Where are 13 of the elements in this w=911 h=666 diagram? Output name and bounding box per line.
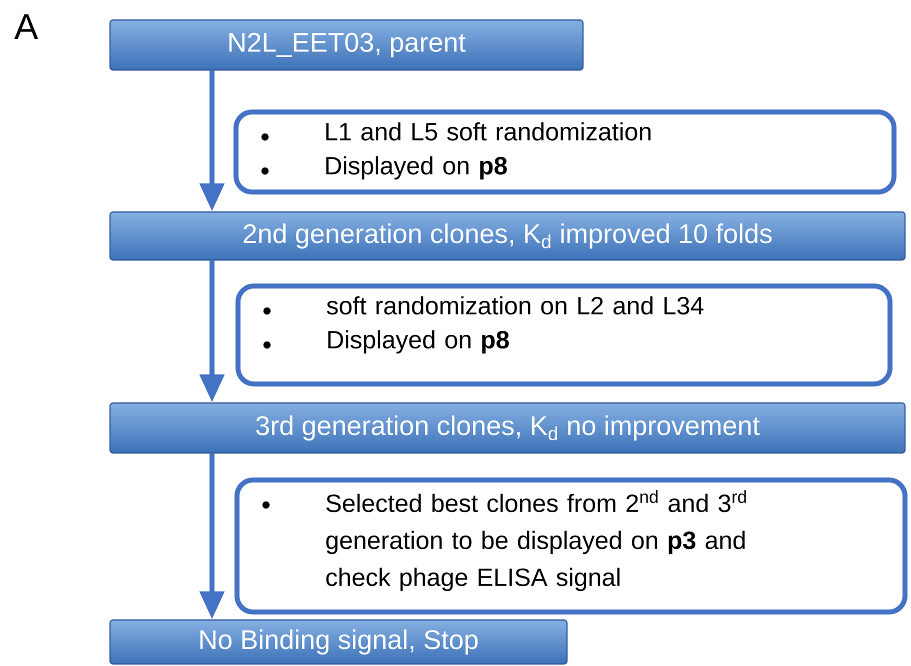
panel-letter: A [14, 14, 38, 39]
bullet-text: Selected best clones from 2$^{nd}$ and 3$^{rd}$ generation to be displayed on p3 and check phage ELISA signal [326, 490, 746, 592]
step-bar: 2nd generation clones, K$_{d}$ improved 10 folds [109, 211, 906, 261]
bullet-text: Displayed on p8 [328, 330, 509, 354]
step-bar: N2L_EET03, parent [109, 19, 584, 71]
note-box [234, 110, 896, 194]
step-bar: 3rd generation clones, K$_{d}$ no improvement [109, 402, 906, 454]
bullet-text: Displayed on p8 [326, 156, 507, 180]
step-bar: No Binding signal, Stop [109, 619, 568, 665]
bullet-text: L1 and L5 soft randomization [326, 122, 650, 141]
note-box [236, 284, 892, 386]
note-box [234, 478, 908, 614]
bullet-text: soft randomization on L2 and L34 [326, 296, 704, 315]
